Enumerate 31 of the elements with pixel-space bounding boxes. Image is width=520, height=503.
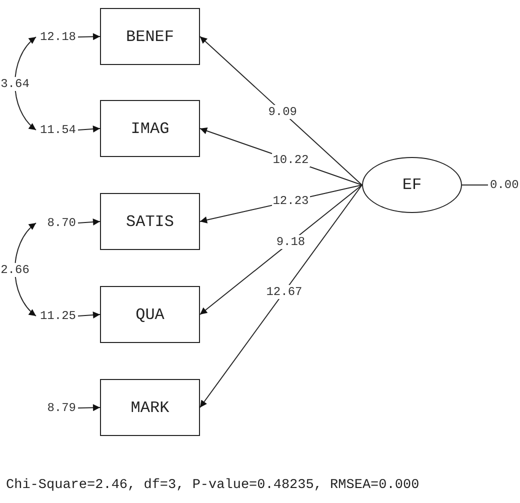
error-value: 12.18 <box>38 29 76 45</box>
latent-ellipse: EF <box>362 157 462 213</box>
variable-box: MARK <box>100 379 200 436</box>
arrow <box>78 125 100 132</box>
connector-line <box>462 184 488 186</box>
error-value: 11.25 <box>38 308 76 324</box>
error-value: 8.70 <box>38 215 76 231</box>
caption: Chi-Square=2.46, df=3, P-value=0.48235, RMSEA=0.000 <box>6 478 420 493</box>
edge-label: 12.67 <box>265 284 304 299</box>
arrow <box>200 184 362 408</box>
edge-label: 10.22 <box>272 153 310 168</box>
variable-box: IMAG <box>100 100 200 157</box>
edge-label: 9.18 <box>275 234 306 249</box>
arrow <box>78 218 100 226</box>
variable-box: SATIS <box>100 193 200 250</box>
edge-label: 12.23 <box>272 194 310 208</box>
covariance-arrow <box>14 36 36 130</box>
error-value: 0.00 <box>490 177 520 193</box>
error-value: 8.79 <box>38 400 76 416</box>
error-value: 11.54 <box>38 122 76 138</box>
arrow <box>78 33 100 40</box>
arrow <box>200 36 362 186</box>
arrow <box>78 311 100 318</box>
arrow <box>200 184 362 315</box>
edge-label: 2.66 <box>0 262 30 276</box>
edge-label: 9.09 <box>267 105 298 120</box>
variable-box: QUA <box>100 286 200 343</box>
covariance-arrow <box>14 222 36 316</box>
arrow <box>78 404 100 412</box>
variable-box: BENEF <box>100 8 200 65</box>
edge-label: 3.64 <box>0 76 30 90</box>
